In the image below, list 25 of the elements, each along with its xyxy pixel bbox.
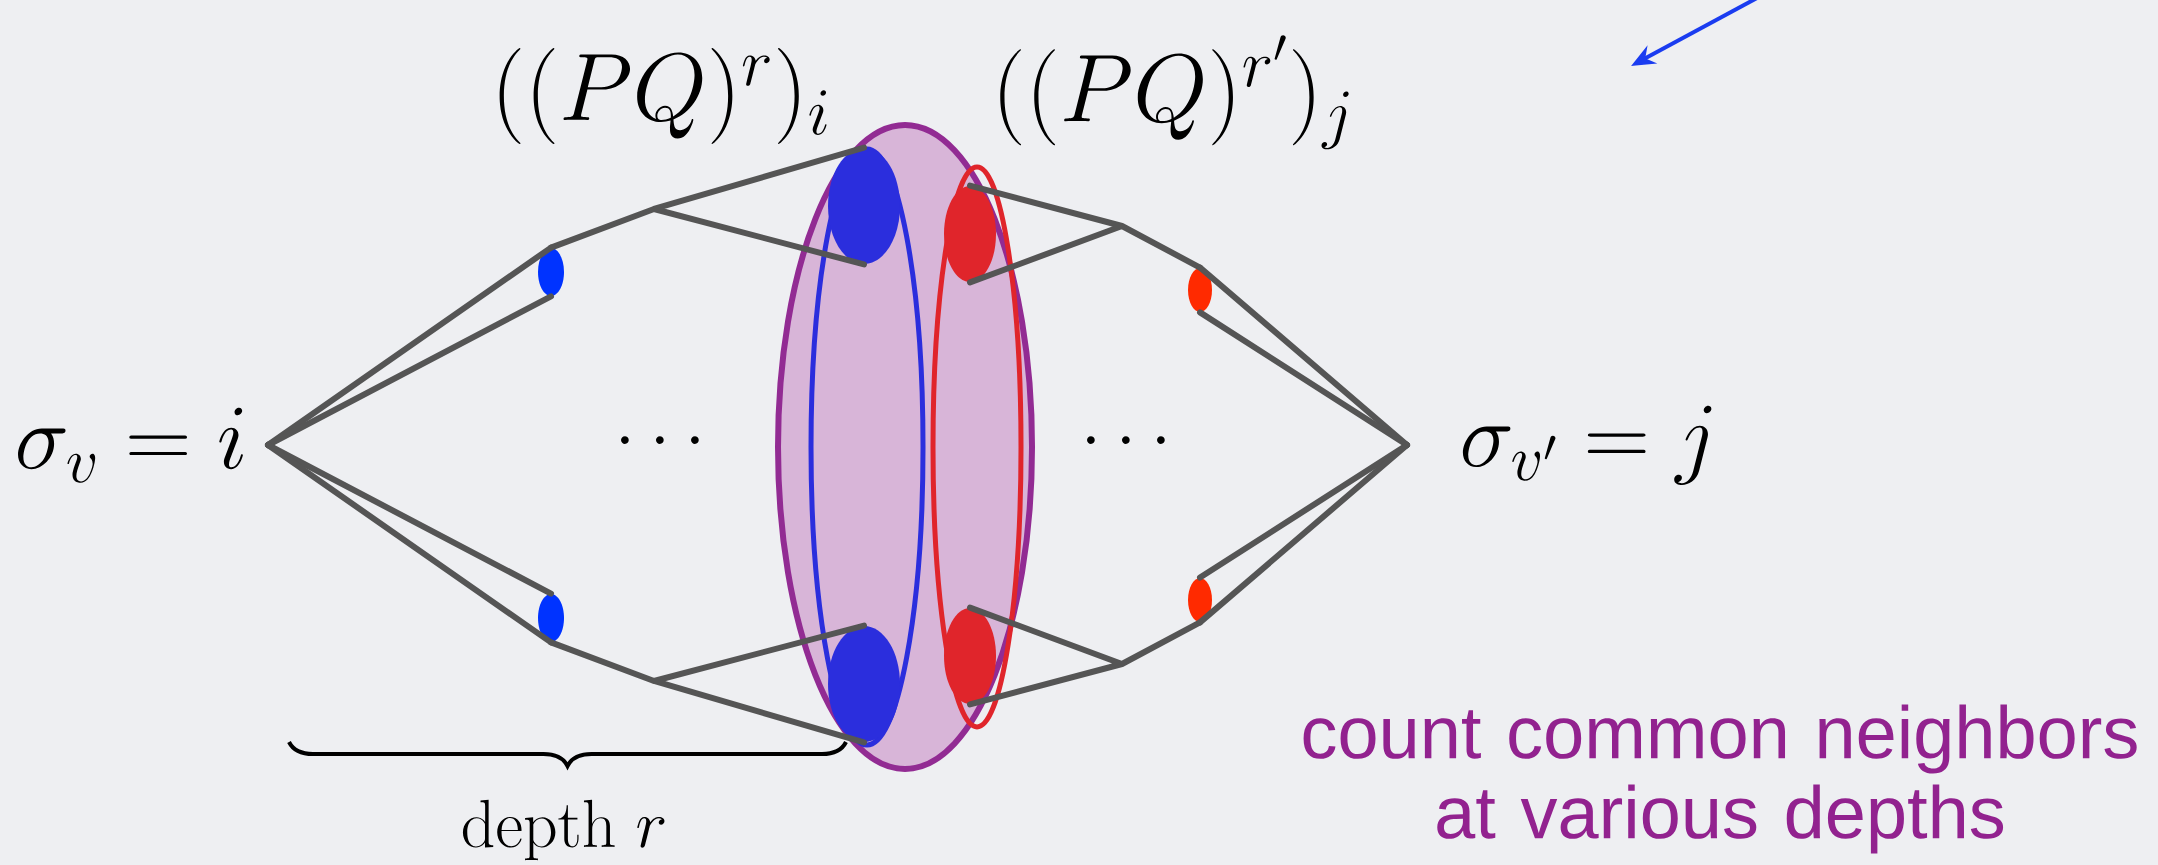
vertex-label: $\sigma_{v'} = j$ [1462, 405, 1712, 485]
vertex-dot [828, 148, 900, 264]
ellipsis: $\ldots$ [1087, 436, 1165, 444]
vertex-dot [944, 608, 996, 704]
vertex-dot [538, 248, 564, 296]
vertex-dot [1188, 268, 1212, 312]
vertex-dot [828, 626, 900, 742]
edge-line [265, 442, 554, 646]
edge-line [265, 293, 554, 448]
vertex-label: $\sigma_v = i$ [18, 407, 243, 483]
edge-line [967, 182, 1203, 286]
edge-line [1197, 442, 1410, 626]
ellipsis: $\ldots$ [621, 436, 699, 444]
vertex-dot [1188, 578, 1212, 622]
edge-line [548, 622, 867, 746]
group-ellipse [930, 164, 1024, 730]
edge-line [967, 604, 1203, 708]
vertex-dot [538, 594, 564, 642]
depth-label: $\mathrm{depth}\ r$ [462, 799, 665, 861]
matrix-entry-label: $((PQ)^{r})_{i}$ [499, 48, 827, 144]
edge-line [1197, 309, 1410, 448]
edge-line [548, 144, 867, 268]
matrix-entry-label: $((PQ)^{r'})_{j}$ [1000, 35, 1349, 150]
note-text: count common neighbors at various depths [1303, 704, 2137, 854]
vertex-dot [944, 186, 996, 282]
